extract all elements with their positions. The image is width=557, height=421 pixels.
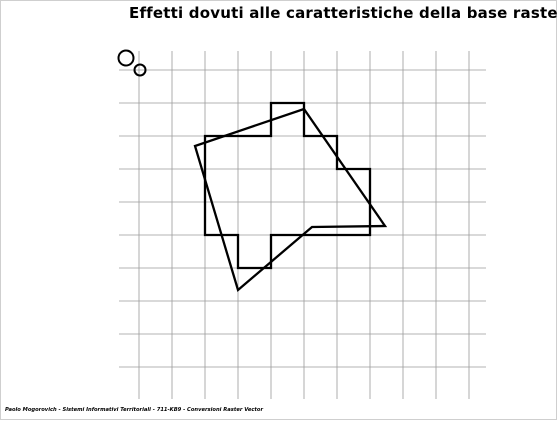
raster-cell-outline	[203, 101, 372, 270]
circle-large	[117, 49, 135, 67]
vector-polygon	[193, 107, 388, 293]
circle-small	[133, 63, 147, 77]
slide-footer: Paolo Mogorovich - Sistemi Informativi T…	[5, 407, 264, 413]
slide-title: Effetti dovuti alle caratteristiche dell…	[129, 4, 557, 22]
raster-grid	[119, 51, 486, 399]
